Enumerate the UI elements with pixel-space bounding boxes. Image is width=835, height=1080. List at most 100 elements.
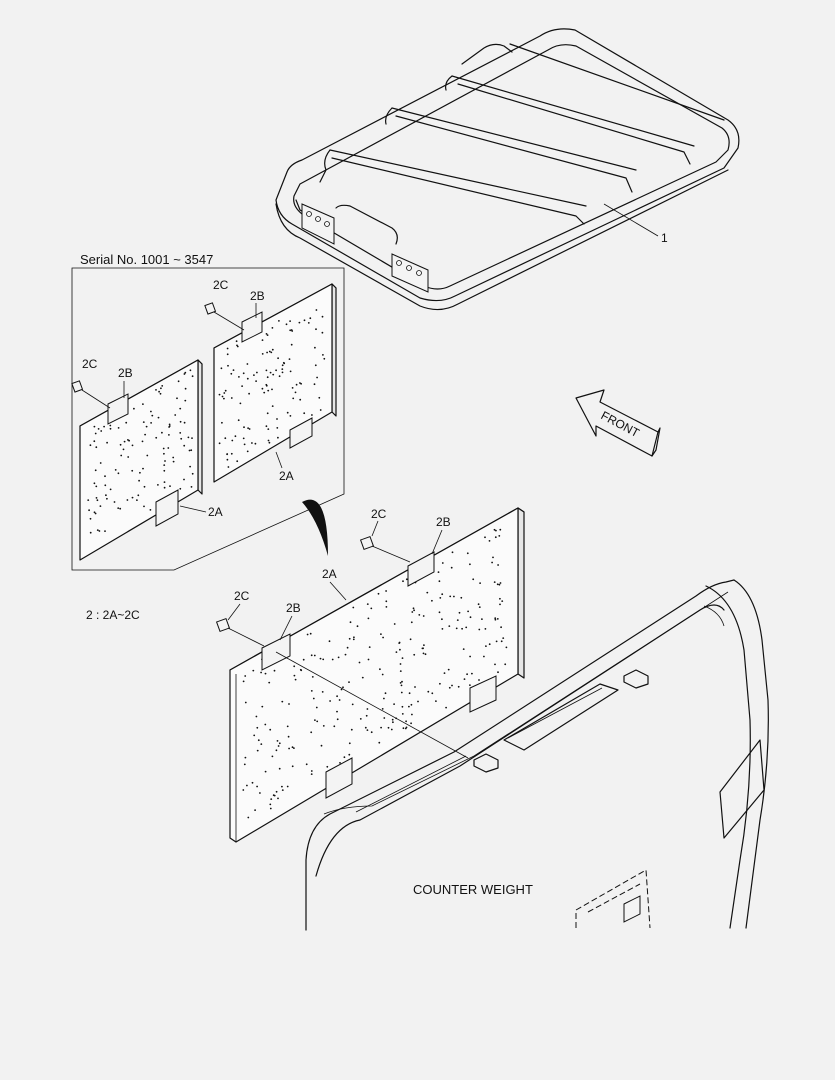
texture-dot bbox=[286, 725, 289, 728]
texture-dot bbox=[288, 358, 291, 360]
texture-dot bbox=[281, 371, 284, 374]
texture-dot bbox=[281, 364, 284, 367]
texture-dot bbox=[183, 373, 186, 375]
texture-dot bbox=[448, 625, 451, 627]
texture-dot bbox=[168, 434, 170, 436]
texture-dot bbox=[261, 339, 264, 341]
texture-dot bbox=[501, 600, 504, 602]
texture-dot bbox=[310, 773, 313, 775]
texture-dot bbox=[497, 671, 499, 674]
texture-dot bbox=[368, 646, 371, 648]
texture-dot bbox=[127, 456, 130, 458]
texture-dot bbox=[104, 475, 106, 478]
texture-dot bbox=[272, 373, 275, 376]
texture-dot bbox=[264, 672, 267, 675]
texture-dot bbox=[89, 444, 92, 447]
texture-dot bbox=[314, 719, 316, 721]
texture-dot bbox=[149, 509, 152, 511]
texture-dot bbox=[289, 370, 292, 373]
alignment-line bbox=[275, 651, 469, 759]
texture-dot bbox=[364, 726, 367, 729]
callout-2a-inset-right: 2A bbox=[279, 469, 294, 483]
texture-dot bbox=[441, 628, 444, 630]
texture-dot bbox=[469, 616, 472, 619]
texture-dot bbox=[320, 744, 323, 747]
set-note: 2 : 2A~2C bbox=[86, 608, 140, 622]
texture-dot bbox=[493, 528, 496, 531]
texture-dot bbox=[313, 383, 316, 386]
counter-weight: COUNTER WEIGHT bbox=[305, 579, 769, 931]
texture-dot bbox=[93, 511, 96, 514]
texture-dot bbox=[160, 387, 162, 390]
texture-dot bbox=[391, 718, 394, 721]
inset-hinge-bottom-right bbox=[289, 417, 313, 449]
texture-dot bbox=[218, 393, 221, 396]
texture-dot bbox=[348, 637, 351, 640]
callout-2b-main-lower: 2B bbox=[286, 601, 301, 615]
texture-dot bbox=[340, 688, 343, 691]
texture-dot bbox=[254, 442, 257, 445]
texture-dot bbox=[427, 690, 430, 693]
texture-dot bbox=[189, 369, 192, 372]
texture-dot bbox=[491, 561, 493, 564]
texture-dot bbox=[498, 583, 501, 586]
inset-panel-left: 2C 2B 2A bbox=[71, 357, 223, 561]
texture-dot bbox=[455, 627, 458, 630]
texture-dot bbox=[315, 309, 318, 311]
texture-dot bbox=[461, 627, 463, 630]
texture-dot bbox=[306, 633, 309, 636]
texture-dot bbox=[221, 421, 223, 424]
texture-dot bbox=[265, 383, 268, 386]
texture-dot bbox=[117, 427, 120, 429]
texture-dot bbox=[497, 564, 499, 566]
callout-2a-main: 2A bbox=[322, 567, 337, 581]
texture-dot bbox=[99, 505, 102, 507]
texture-dot bbox=[299, 382, 301, 384]
texture-dot bbox=[174, 414, 177, 416]
texture-dot bbox=[499, 603, 501, 606]
callout-2c-main-lower: 2C bbox=[234, 589, 250, 603]
texture-dot bbox=[266, 351, 268, 354]
texture-dot bbox=[93, 425, 96, 428]
texture-dot bbox=[500, 626, 502, 629]
texture-dot bbox=[318, 396, 321, 399]
texture-dot bbox=[246, 363, 249, 365]
texture-dot bbox=[409, 638, 412, 641]
texture-dot bbox=[377, 592, 380, 595]
texture-dot bbox=[230, 397, 233, 399]
texture-dot bbox=[136, 499, 138, 501]
texture-dot bbox=[505, 646, 508, 649]
texture-dot bbox=[241, 385, 244, 387]
texture-dot bbox=[288, 747, 290, 750]
texture-dot bbox=[271, 348, 274, 351]
texture-dot bbox=[288, 703, 290, 705]
texture-dot bbox=[267, 389, 270, 392]
texture-dot bbox=[390, 728, 393, 731]
texture-dot bbox=[97, 428, 100, 430]
texture-dot bbox=[413, 653, 416, 656]
texture-dot bbox=[312, 697, 315, 700]
texture-dot bbox=[104, 484, 107, 487]
texture-dot bbox=[441, 618, 443, 621]
texture-dot bbox=[348, 753, 351, 756]
texture-dot bbox=[331, 658, 334, 661]
texture-dot bbox=[385, 600, 388, 603]
texture-dot bbox=[272, 794, 275, 797]
texture-dot bbox=[466, 673, 468, 676]
texture-dot bbox=[223, 397, 225, 400]
texture-dot bbox=[289, 320, 291, 322]
texture-dot bbox=[122, 448, 125, 451]
texture-dot bbox=[226, 347, 229, 350]
texture-dot bbox=[95, 497, 98, 499]
texture-dot bbox=[142, 403, 144, 405]
texture-dot bbox=[183, 478, 185, 481]
texture-dot bbox=[366, 729, 369, 731]
texture-dot bbox=[309, 632, 312, 635]
texture-dot bbox=[243, 426, 245, 429]
texture-dot bbox=[253, 734, 256, 737]
texture-dot bbox=[169, 485, 171, 487]
texture-dot bbox=[441, 562, 444, 564]
texture-dot bbox=[187, 436, 190, 439]
texture-dot bbox=[234, 435, 237, 438]
